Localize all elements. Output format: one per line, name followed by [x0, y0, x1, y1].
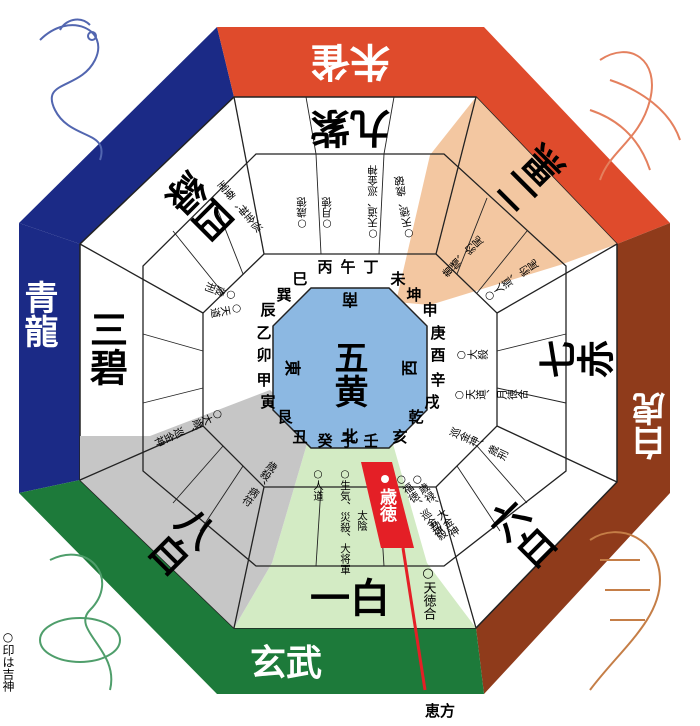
phoenix-illustration: [589, 51, 681, 181]
east-guardian-label: 青龍: [18, 280, 58, 348]
god-north-2: ○生気、災殺、大将軍: [339, 468, 351, 575]
center-star: 五黄: [328, 340, 368, 408]
god-s-2: ○月徳: [321, 196, 333, 230]
zodiac-w3: 辛: [430, 371, 445, 389]
zodiac-labels: 壬 子 癸 丑 艮 寅 甲 卯 乙 辰 巽 巳 丙 午 丁 未 坤 申 庚 酉 …: [256, 258, 445, 450]
zodiac-n1: 壬: [363, 432, 378, 450]
center-dir-east: 東: [283, 360, 302, 376]
zodiac-sw1: 未: [389, 270, 406, 288]
tentokugo-label: ○天徳合: [421, 566, 437, 620]
zodiac-se2: 巽: [276, 286, 291, 304]
zodiac-sw3: 申: [422, 301, 437, 319]
sector-dividers: [79, 96, 618, 629]
zodiac-e3: 乙: [256, 324, 271, 342]
zodiac-se1: 辰: [260, 301, 276, 319]
star-east: 三碧: [84, 310, 129, 386]
zodiac-n2: 子: [340, 432, 355, 450]
southwest-sector-fill: [396, 97, 617, 305]
zodiac-nw2: 乾: [408, 408, 423, 426]
zodiac-s3: 丁: [363, 258, 378, 276]
zodiac-w1: 庚: [430, 324, 445, 342]
god-north-3: 太陰: [356, 509, 368, 532]
star-south: 九紫: [310, 104, 390, 151]
saitoku-dot: [381, 475, 389, 483]
zodiac-dividers: [142, 96, 567, 567]
zodiac-s2: 午: [340, 258, 355, 276]
north-sector-fill: [234, 430, 476, 628]
zodiac-ne2: 艮: [277, 408, 293, 426]
zodiac-s1: 丙: [317, 258, 332, 276]
god-north-1: ○人道: [312, 468, 324, 501]
center-dir-west: 西: [400, 360, 419, 376]
zodiac-e2: 卯: [256, 346, 271, 364]
god-e-2: ○天道: [209, 301, 244, 319]
east-guardian-band-upper: [19, 27, 234, 244]
center-octagon: [272, 287, 428, 449]
tiger-illustration: [589, 531, 662, 691]
north-guardian-label: 玄武: [250, 643, 322, 684]
zodiac-w2: 酉: [430, 346, 445, 364]
west-guardian-band: [476, 223, 670, 694]
star-north: 一白: [310, 575, 390, 622]
center-dir-north: 北: [342, 427, 358, 446]
zodiac-sw2: 坤: [406, 286, 421, 304]
zodiac-nw1: 戌: [424, 393, 439, 411]
northeast-sector-fill: [80, 390, 311, 628]
god-w-3: ○天道、月徳合: [453, 389, 529, 401]
center-dir-south: 南: [342, 290, 358, 309]
tortoise-snake-illustration: [39, 553, 121, 691]
legend-text: ○印は吉神: [1, 630, 15, 692]
zodiac-ne3: 寅: [260, 393, 275, 411]
dragon-illustration: [39, 18, 103, 161]
zodiac-nw3: 亥: [392, 428, 407, 446]
god-s-1: ○歳徳: [296, 196, 308, 230]
west-guardian-label: 白虎: [632, 392, 672, 460]
ehou-label: 恵方: [425, 702, 455, 720]
south-guardian-band: [217, 27, 670, 244]
zodiac-e1: 甲: [256, 371, 271, 389]
saitoku-highlight-cell: [361, 462, 414, 548]
saitoku-label: 歳徳: [376, 487, 398, 523]
god-w-2: ○大殺: [455, 349, 489, 361]
zodiac-n3: 癸: [316, 432, 333, 450]
zodiac-ne1: 丑: [292, 428, 307, 446]
god-sw-1: ○天道、巡金神: [367, 164, 379, 240]
east-guardian-band: [19, 223, 80, 493]
zodiac-se3: 巳: [292, 270, 307, 288]
south-guardian-label: 朱雀: [310, 38, 390, 85]
ehou-pointer-line: [401, 547, 427, 691]
star-west: 七赤: [538, 340, 614, 385]
